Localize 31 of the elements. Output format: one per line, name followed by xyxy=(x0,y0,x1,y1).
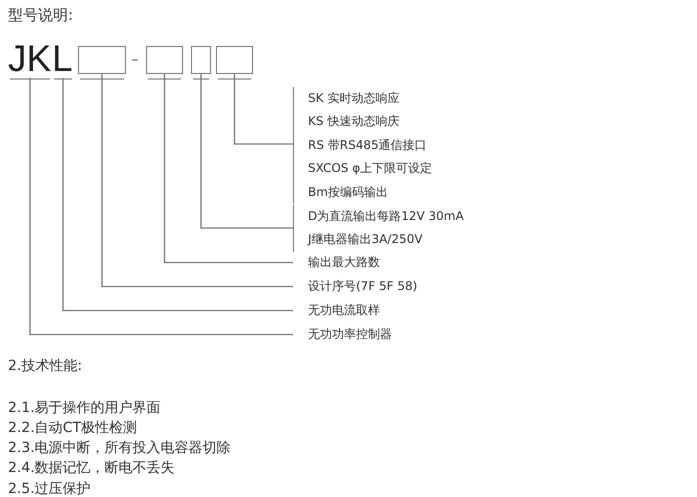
leader-line xyxy=(234,74,293,145)
option-text: KS 快速动态响庆 xyxy=(308,113,400,130)
leader-line xyxy=(101,74,293,288)
model-code-letters: L xyxy=(52,40,74,78)
code-slot-box xyxy=(216,46,253,74)
dash-separator: - xyxy=(131,47,139,72)
feature-item: 2.4.数据记忆，断电不丢失 xyxy=(8,459,175,477)
feature-item: 2.2.自动CT极性检测 xyxy=(8,419,138,437)
leader-line xyxy=(164,74,293,264)
section-heading: 2.技术性能: xyxy=(8,357,82,375)
option-text: Bm按编码输出 xyxy=(308,184,389,201)
designation-text: 无功功率控制器 xyxy=(293,324,463,345)
leader-line xyxy=(200,74,293,229)
code-slot-box xyxy=(146,46,183,74)
option-text: RS 带RS485通信接口 xyxy=(308,136,428,154)
heading: 型号说明: xyxy=(8,6,74,25)
code-slot-box xyxy=(191,46,211,74)
option-text: J继电器输出3A/250V xyxy=(308,231,424,248)
option-text: SXCOS φ上下限可设定 xyxy=(308,160,434,178)
designation-text: 无功电流取样 xyxy=(293,300,463,321)
option-text: SK 实时动态响应 xyxy=(308,90,400,107)
feature-item: 2.3.电源中断，所有投入电容器切除 xyxy=(8,439,231,457)
feature-item: 2.5.过压保护 xyxy=(8,480,91,497)
code-slot-box xyxy=(78,46,126,74)
model-code-letters: JK xyxy=(8,40,52,78)
option-text: D为直流输出每路12V 30mA xyxy=(308,208,465,225)
leader-line xyxy=(29,78,293,336)
designation-text: 设计序号(7F 5F 58) xyxy=(293,276,463,297)
feature-item: 2.1.易于操作的用户界面 xyxy=(8,399,161,417)
leader-line xyxy=(62,78,293,312)
designation-text: 输出最大路数 xyxy=(293,252,463,273)
